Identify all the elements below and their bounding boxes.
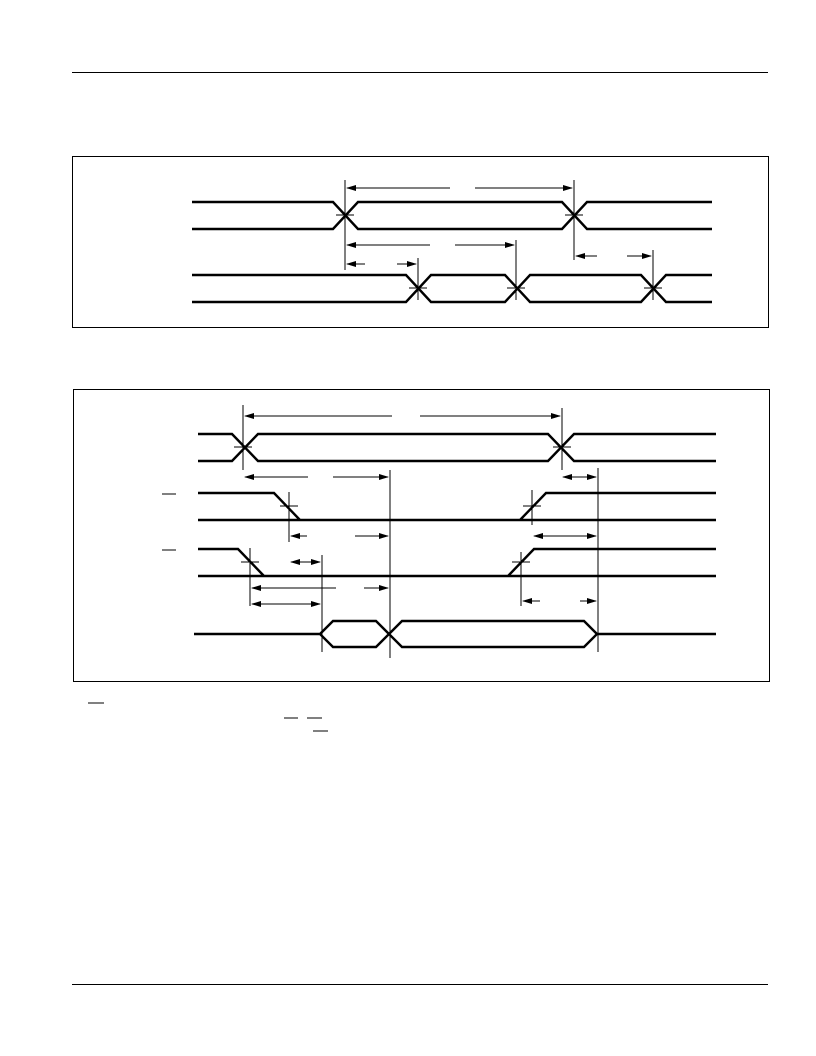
note-overbars — [88, 702, 328, 732]
d2-timing-arrow-5 — [251, 559, 389, 591]
d1-timing-arrow-1 — [346, 185, 573, 191]
timing-diagram-1 — [192, 180, 712, 304]
timing-diagram-2 — [162, 405, 716, 658]
d2-timing-arrow-6 — [251, 598, 597, 607]
d2-signal-3-waveform — [198, 547, 716, 578]
d1-reference-lines — [336, 180, 662, 300]
d2-active-low-overbars — [162, 493, 176, 551]
d1-timing-arrow-3 — [346, 261, 417, 267]
header-rule — [72, 72, 768, 73]
d2-signal-2-waveform — [198, 491, 716, 522]
d2-signal-1-waveform — [198, 432, 716, 463]
d2-signal-4-waveform — [194, 619, 716, 649]
d1-signal-2-waveform — [192, 273, 712, 304]
d2-timing-arrow-2 — [244, 474, 389, 480]
d1-signal-1-waveform — [192, 200, 712, 231]
d1-timing-arrow-4 — [575, 253, 652, 259]
timing-diagram-1-frame — [72, 156, 769, 328]
d2-reference-lines — [234, 405, 599, 658]
d2-timing-arrow-1 — [244, 413, 561, 419]
d1-timing-arrow-2 — [346, 242, 515, 248]
d2-timing-arrow-3 — [562, 474, 597, 480]
d2-timing-arrow-4 — [290, 533, 597, 539]
footer-rule — [72, 984, 768, 985]
timing-diagram-2-frame — [73, 389, 770, 682]
